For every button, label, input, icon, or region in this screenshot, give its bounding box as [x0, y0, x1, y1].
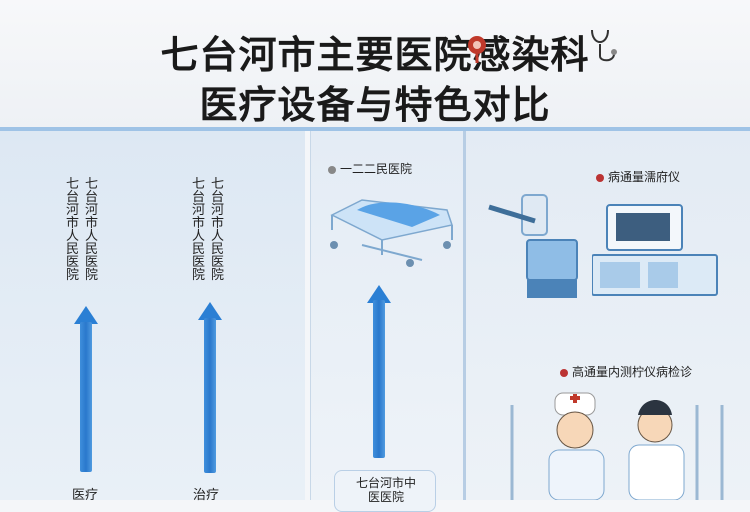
- hospital-bed-icon: [330, 199, 453, 267]
- column-2-label-a: 七台河市人民医院: [192, 177, 206, 283]
- right-section1-title: 病通量濡府仪: [596, 168, 680, 185]
- column-2-arrow-shaft: [204, 318, 216, 473]
- column-2-label-b: 七台河市人民医院: [211, 177, 225, 283]
- header-divider: [0, 127, 750, 131]
- analyzer-machine-icon: [592, 204, 718, 296]
- page-title-line2: 医疗设备与特色对比: [199, 83, 551, 127]
- medical-instrument-icon: [488, 194, 578, 298]
- right-section2-title: 高通量内测柠仪病检诊: [560, 363, 692, 380]
- column-1-label-a: 七台河市人民医院: [66, 177, 80, 283]
- doctors-illustration: [510, 392, 724, 500]
- middle-arrow-shaft: [373, 300, 385, 458]
- column-2-arrow-head: [198, 302, 222, 320]
- column-1-arrow-head: [74, 306, 98, 324]
- stethoscope-icon: [591, 29, 617, 62]
- column-1-bottom-label: 医疗: [72, 488, 99, 503]
- column-2-bottom-label: 治疗: [193, 488, 220, 503]
- panel-middle: [310, 131, 466, 500]
- panel-left: [0, 131, 305, 500]
- column-1-arrow-shaft: [80, 322, 92, 472]
- middle-panel-top-label: 一二二民医院: [328, 160, 412, 177]
- virus-pin-icon: [468, 36, 486, 63]
- page-title-line1: 七台河市主要医院感染科: [160, 33, 590, 77]
- middle-arrow-head: [367, 285, 391, 303]
- title-area: 七台河市主要医院感染科 医疗设备与特色对比: [0, 0, 750, 128]
- column-1-label-b: 七台河市人民医院: [85, 177, 99, 283]
